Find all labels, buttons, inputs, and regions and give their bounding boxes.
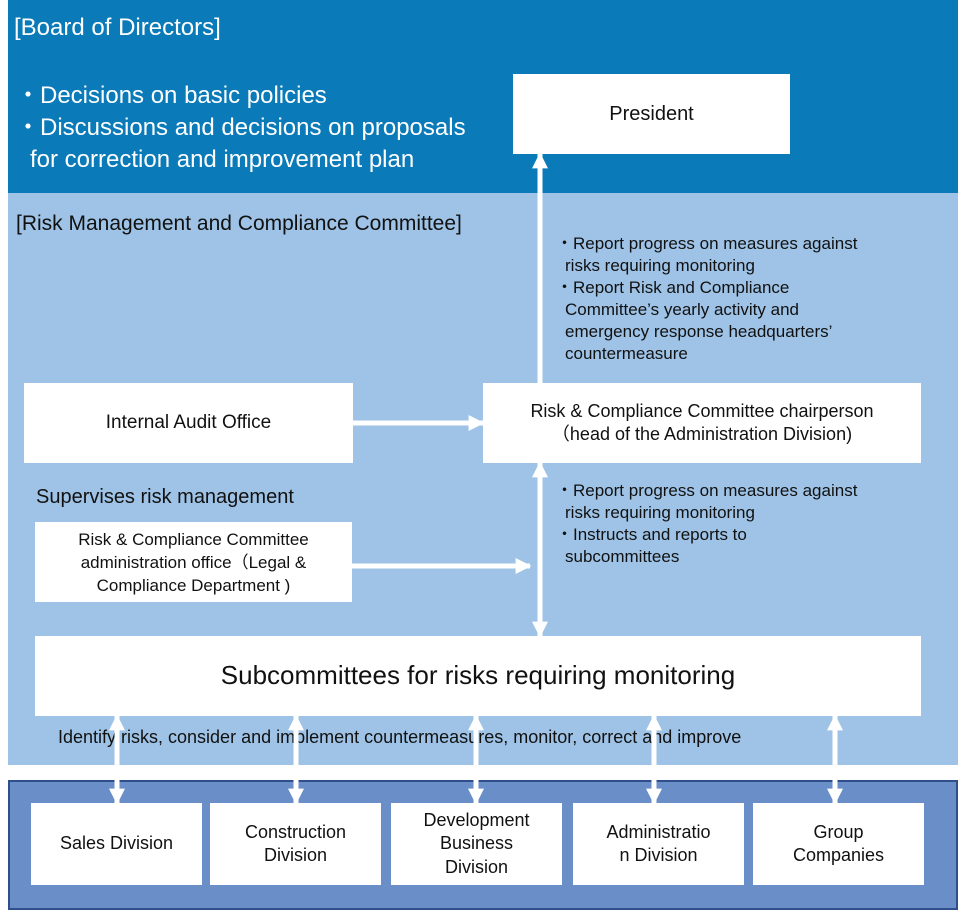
internal-audit-office-box[interactable]: Internal Audit Office: [24, 383, 353, 463]
division-label: Business: [439, 833, 514, 854]
note-line: ・Instructs and reports to: [556, 525, 747, 544]
division-label: Division: [263, 845, 328, 865]
note-line: ・Report Risk and Compliance: [556, 278, 790, 297]
admin-office-line: Risk & Compliance Committee: [78, 529, 309, 549]
supervises-label: Supervises risk management: [36, 486, 294, 508]
admin-office-box[interactable]: Risk & Compliance Committee administrati…: [35, 522, 352, 602]
division-label: Division: [444, 856, 509, 877]
note-line: Committee’s yearly activity and: [565, 300, 799, 319]
chairperson-box[interactable]: Risk & Compliance Committee chairperson …: [483, 383, 921, 463]
board-policy-list: ・Decisions on basic policies ・Discussion…: [16, 80, 466, 176]
note-line: emergency response headquarters’: [565, 322, 833, 341]
division-label: n Division: [619, 845, 698, 865]
division-box-development[interactable]: Development Business Division: [391, 803, 562, 885]
note-line: subcommittees: [565, 547, 680, 566]
board-policy-item: ・Discussions and decisions on proposals: [16, 114, 466, 141]
board-title: [Board of Directors]: [14, 14, 221, 41]
board-policy-item: for correction and improvement plan: [30, 146, 415, 173]
president-box[interactable]: President: [513, 74, 790, 154]
admin-office-line: Compliance Department ): [96, 575, 291, 595]
note-line: risks requiring monitoring: [565, 256, 755, 275]
division-box-construction[interactable]: Construction Division: [210, 803, 381, 885]
chairperson-line: （head of the Administration Division): [551, 424, 853, 444]
division-box-administration[interactable]: Administratio n Division: [573, 803, 744, 885]
division-label: Sales Division: [59, 833, 174, 854]
president-label: President: [609, 103, 694, 125]
division-box-sales[interactable]: Sales Division: [31, 803, 202, 885]
division-label: Administratio: [606, 821, 711, 842]
division-label: Construction: [244, 821, 347, 842]
subcommittees-label: Subcommittees for risks requiring monito…: [220, 660, 736, 691]
identify-label: Identify risks, consider and implement c…: [58, 727, 742, 747]
admin-office-line: administration office（Legal &: [80, 552, 307, 572]
lower-report-notes: ・Report progress on measures against ris…: [556, 480, 857, 568]
internal-audit-label: Internal Audit Office: [105, 411, 272, 433]
note-line: countermeasure: [565, 344, 688, 363]
board-of-directors-band: [8, 0, 958, 193]
division-label: Group: [813, 821, 864, 842]
note-line: ・Report progress on measures against: [556, 234, 858, 253]
upper-report-notes: ・Report progress on measures against ris…: [556, 233, 857, 365]
division-box-group-companies[interactable]: Group Companies: [753, 803, 924, 885]
note-line: risks requiring monitoring: [565, 503, 755, 522]
division-label: Development: [423, 809, 530, 830]
committee-title: [Risk Management and Compliance Committe…: [16, 212, 462, 235]
chairperson-line: Risk & Compliance Committee chairperson: [530, 400, 874, 421]
division-label: Companies: [792, 845, 885, 865]
board-policy-item: ・Decisions on basic policies: [16, 82, 327, 109]
subcommittees-box[interactable]: Subcommittees for risks requiring monito…: [35, 636, 921, 716]
note-line: ・Report progress on measures against: [556, 481, 858, 500]
